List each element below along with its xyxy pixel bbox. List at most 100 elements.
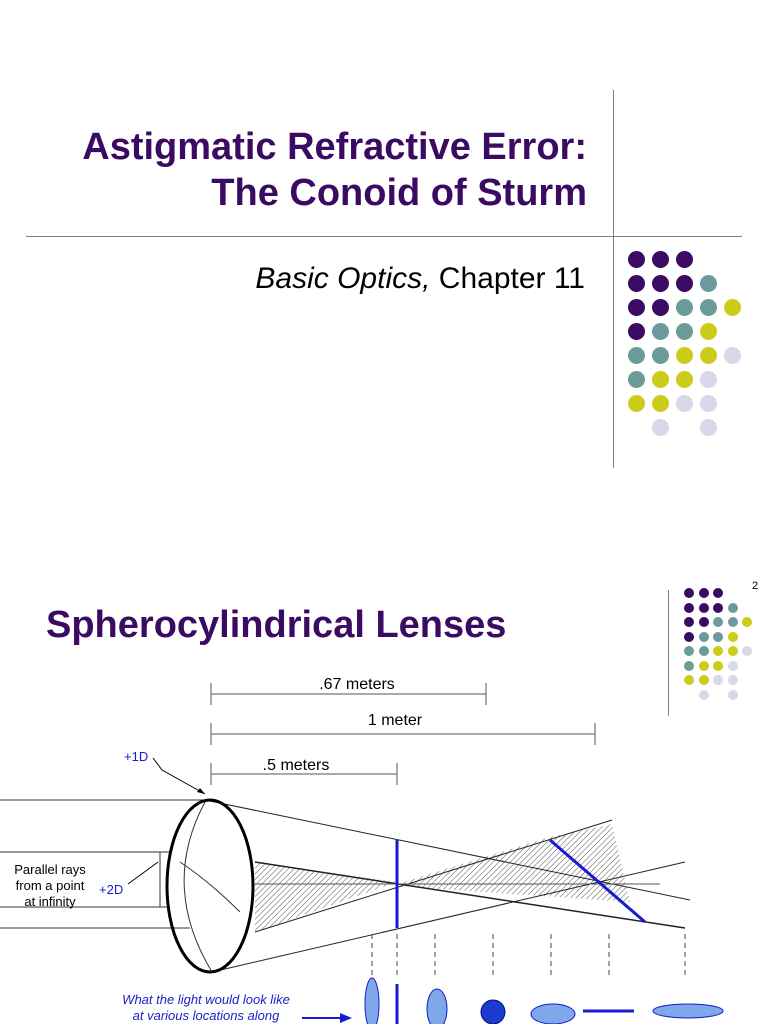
decorative-dot (628, 395, 645, 412)
decorative-dot (727, 602, 738, 613)
subtitle-book: Basic Optics, (255, 262, 431, 295)
decorative-dot (713, 617, 723, 627)
lens (165, 798, 255, 974)
decorative-dot (700, 323, 717, 340)
decorative-dot (676, 251, 693, 268)
caption-line-1: What the light would look like (122, 992, 290, 1007)
decorative-dot (700, 299, 717, 316)
decorative-dot (713, 588, 723, 598)
decorative-dot (628, 275, 645, 292)
decorative-dot (727, 689, 738, 700)
section-flat-ellipse (652, 1003, 724, 1019)
title-line-2: The Conoid of Sturm (211, 172, 587, 214)
dimension-067: .67 meters (210, 676, 487, 705)
section-wide-ellipse (530, 1003, 576, 1024)
parallel-line-2: from a point (16, 878, 85, 893)
decorative-dot (628, 371, 645, 388)
decorative-dot (684, 675, 694, 685)
dimension-067-label: .67 meters (319, 676, 395, 693)
decorative-dot (698, 602, 709, 613)
label-plus-2d: +2D (99, 882, 123, 897)
slide-title: Spherocylindrical Lenses (46, 604, 507, 646)
decorative-dot (700, 371, 717, 388)
decorative-dot (698, 646, 709, 656)
decorative-dot (698, 631, 709, 642)
decorative-dot (742, 646, 752, 656)
title-line-1: Astigmatic Refractive Error: (82, 126, 587, 168)
decorative-dot (684, 602, 694, 613)
decorative-dot (652, 323, 669, 340)
decorative-dot (727, 660, 738, 671)
decorative-dot (628, 299, 645, 316)
decorative-dot (676, 299, 693, 316)
decorative-dot (676, 395, 693, 412)
decorative-dot (652, 299, 669, 316)
section-ellipse (426, 988, 448, 1024)
dimension-05-label: .5 meters (263, 757, 330, 774)
decorative-dot (727, 646, 738, 656)
decorative-dot (652, 275, 669, 292)
decorative-dot (652, 395, 669, 412)
cross-sections (364, 977, 724, 1024)
sample-positions (371, 934, 686, 977)
conoid-diagram: .67 meters 1 meter .5 meters +1D Paralle… (0, 676, 724, 1024)
decorative-dot (684, 617, 694, 627)
decorative-dot (700, 419, 717, 436)
decorative-dot (700, 275, 717, 292)
section-tall-ellipse (364, 977, 380, 1024)
decorative-dot (713, 660, 723, 671)
decorative-dot (727, 617, 738, 627)
slide-title: Astigmatic Refractive Error: The Conoid … (82, 124, 587, 216)
dimension-1m: 1 meter (210, 712, 596, 745)
decorative-dot (698, 660, 709, 671)
section-circle (480, 999, 506, 1024)
decorative-dot (713, 602, 723, 613)
page-number: 2 (752, 580, 759, 592)
decorative-dot (684, 660, 694, 671)
decorative-dot (684, 646, 694, 656)
decorative-dot (724, 299, 741, 316)
subtitle-chapter: Chapter 11 (430, 262, 585, 295)
decorative-dot (700, 395, 717, 412)
first-cone-hatch (255, 862, 397, 932)
decorative-dot (698, 617, 709, 627)
decorative-dot (727, 675, 738, 685)
decorative-dot (698, 588, 709, 598)
arrow-plus-2d (127, 861, 159, 885)
decorative-dot (652, 371, 669, 388)
decorative-dot (724, 347, 741, 364)
decorative-dot (742, 617, 752, 627)
decorative-dot (676, 347, 693, 364)
decorative-dot (713, 646, 723, 656)
decorative-dot (698, 689, 709, 700)
decorative-dot (713, 631, 723, 642)
decorative-dot (698, 675, 709, 685)
decorative-dot (652, 347, 669, 364)
label-plus-1d: +1D (124, 749, 148, 764)
decorative-dot (628, 251, 645, 268)
decorative-dot (628, 323, 645, 340)
decorative-dot (652, 251, 669, 268)
arrow-plus-1d (152, 757, 206, 795)
decorative-dot (676, 323, 693, 340)
decorative-dot (684, 631, 694, 642)
vertical-divider (668, 590, 669, 716)
vertical-divider (613, 90, 614, 468)
title-slide: Astigmatic Refractive Error: The Conoid … (26, 90, 742, 468)
decorative-dot (676, 275, 693, 292)
oblique-focal-line (549, 838, 646, 924)
slide-subtitle: Basic Optics, Chapter 11 (255, 262, 585, 296)
second-cone-hatch (397, 824, 630, 902)
title-divider (26, 236, 742, 237)
decorative-dot (727, 631, 738, 642)
content-slide: 2 Spherocylindrical Lenses .67 meters 1 … (0, 512, 768, 1024)
decorative-dot (700, 347, 717, 364)
parallel-line-3: at infinity (24, 894, 76, 909)
decorative-dot (684, 588, 694, 598)
decorative-dot (713, 675, 723, 685)
decorative-dot (676, 371, 693, 388)
parallel-line-1: Parallel rays (14, 862, 86, 877)
caption-line-2: at various locations along (133, 1008, 280, 1023)
decorative-dot (652, 419, 669, 436)
decorative-dot (628, 347, 645, 364)
